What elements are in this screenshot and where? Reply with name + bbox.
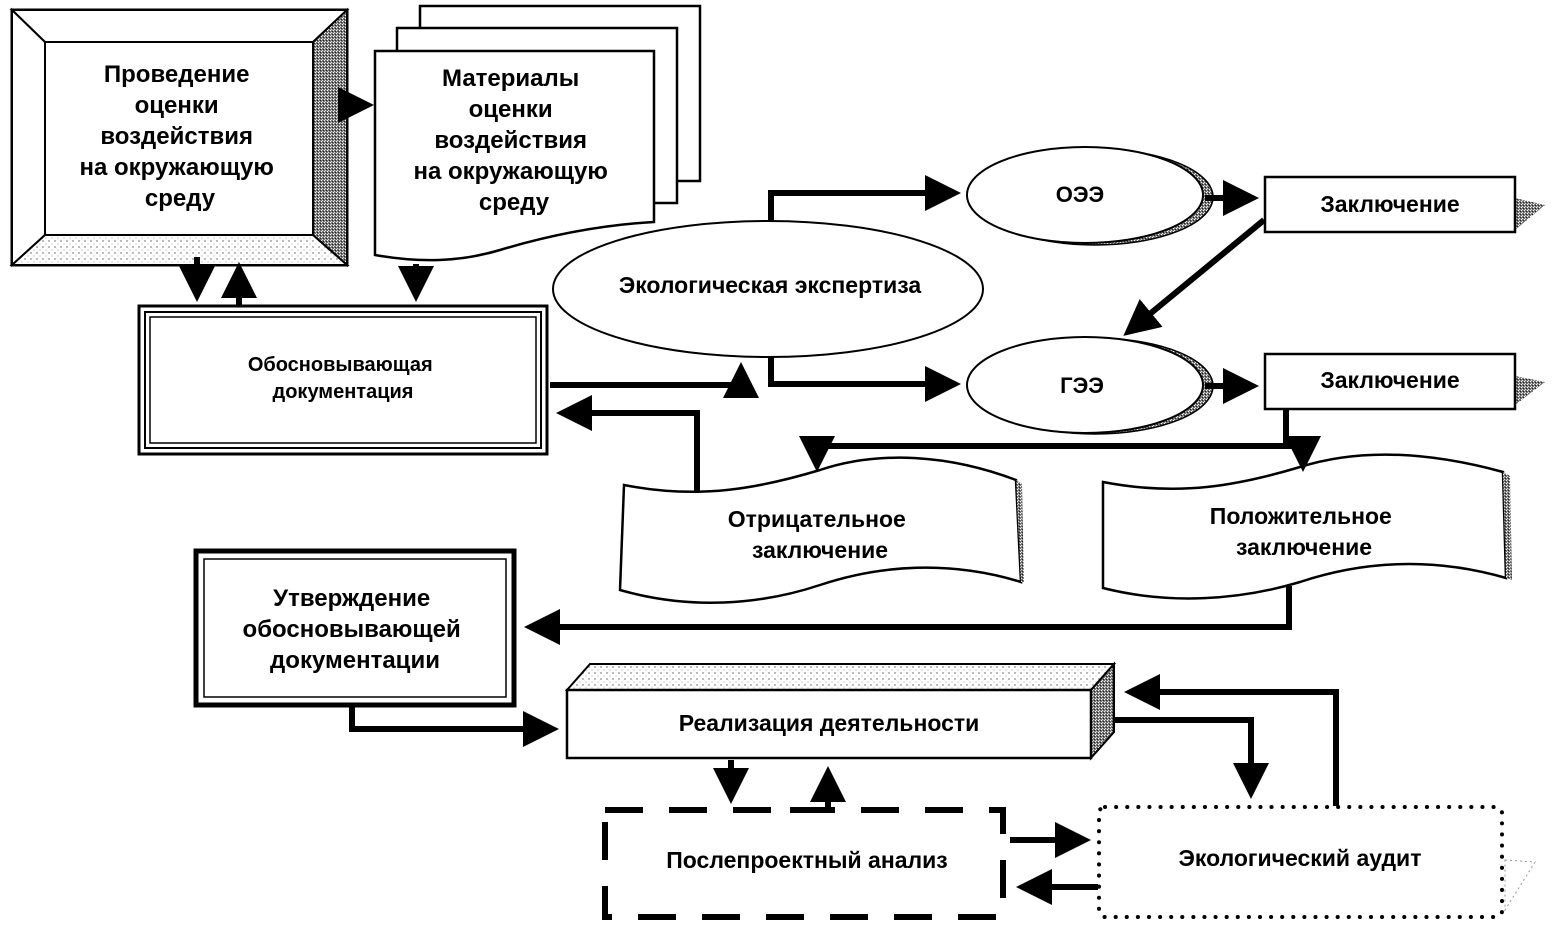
- node-negative-conclusion-label: Отрицательное заключение: [728, 506, 912, 563]
- label-line: Материалы: [442, 65, 579, 92]
- edge-postproject-to-implementation: [790, 766, 846, 813]
- node-eco-audit: Экологический аудит: [1097, 805, 1536, 919]
- edge-negative-to-justification: [556, 395, 700, 493]
- label-line: Положительное: [1210, 503, 1392, 529]
- node-positive-conclusion: Положительное заключение: [1101, 453, 1512, 600]
- label-line: Обосновывающая: [248, 354, 433, 376]
- label-line: оценки: [469, 96, 553, 123]
- node-post-project-analysis: Послепроектный анализ: [602, 807, 1006, 920]
- node-eco-audit-label: Экологический аудит: [1179, 845, 1422, 871]
- node-approval-label: Утверждение обосновывающей документации: [243, 585, 468, 674]
- label-line: Проведение: [104, 61, 250, 88]
- label-line: среду: [479, 189, 550, 216]
- edge-expertise-to-gee: [768, 357, 961, 402]
- node-justification-docs: Обосновывающая документация: [137, 304, 549, 456]
- node-eia-materials: Материалы оценки воздействия на окружающ…: [373, 4, 702, 262]
- edge-expertise-to-oee: [768, 175, 961, 221]
- node-negative-conclusion: Отрицательное заключение: [618, 456, 1024, 604]
- edge-conclusion-to-gee: [1123, 217, 1266, 336]
- label-line: на окружающую: [413, 158, 607, 185]
- node-eia-materials-label: Материалы оценки воздействия на окружающ…: [413, 65, 614, 216]
- node-approval: Утверждение обосновывающей документации: [193, 548, 517, 708]
- node-justification-docs-label: Обосновывающая документация: [248, 354, 438, 403]
- node-conclusion-gee-label: Заключение: [1320, 367, 1459, 393]
- node-gee-label: ГЭЭ: [1060, 373, 1104, 398]
- node-eco-expertise: Экологическая экспертиза: [552, 220, 984, 358]
- node-implementation-label: Реализация деятельности: [679, 710, 980, 736]
- node-eco-expertise-label: Экологическая экспертиза: [619, 272, 922, 298]
- label-line: среду: [145, 185, 216, 212]
- label-line: воздействия: [434, 127, 587, 154]
- label-line: заключение: [1236, 534, 1372, 560]
- edge-implementation-to-audit: [1114, 717, 1269, 799]
- node-oee-label: ОЭЭ: [1056, 182, 1104, 207]
- edge-justification-to-expertise: [550, 362, 759, 398]
- node-implementation: Реализация деятельности: [564, 661, 1117, 761]
- node-gee: ГЭЭ: [966, 336, 1214, 435]
- label-line: на окружающую: [79, 154, 273, 181]
- node-eia-conduct-label: Проведение оценки воздействия на окружаю…: [79, 61, 280, 212]
- node-eia-conduct: Проведение оценки воздействия на окружаю…: [9, 7, 350, 268]
- label-line: документации: [270, 647, 440, 674]
- label-line: обосновывающей: [243, 616, 461, 643]
- edge-conclusion-to-positive: [1285, 436, 1321, 472]
- label-line: воздействия: [100, 123, 253, 150]
- label-line: заключение: [752, 537, 888, 563]
- edge-approval-to-implementation: [349, 707, 559, 747]
- node-conclusion-oee-label: Заключение: [1320, 191, 1459, 217]
- label-line: Утверждение: [273, 585, 430, 612]
- node-positive-conclusion-label: Положительное заключение: [1210, 503, 1398, 560]
- edge-audit-to-implementation: [1124, 674, 1339, 806]
- label-line: Отрицательное: [728, 506, 906, 532]
- node-conclusion-gee: Заключение: [1263, 352, 1545, 411]
- node-post-project-analysis-label: Послепроектный анализ: [666, 847, 947, 873]
- edge-positive-to-approval: [524, 586, 1292, 645]
- label-line: документация: [273, 381, 414, 403]
- node-oee: ОЭЭ: [966, 146, 1214, 246]
- edge-conclusion-to-negative: [799, 436, 1300, 472]
- node-conclusion-oee: Заключение: [1263, 175, 1545, 234]
- label-line: оценки: [135, 92, 219, 119]
